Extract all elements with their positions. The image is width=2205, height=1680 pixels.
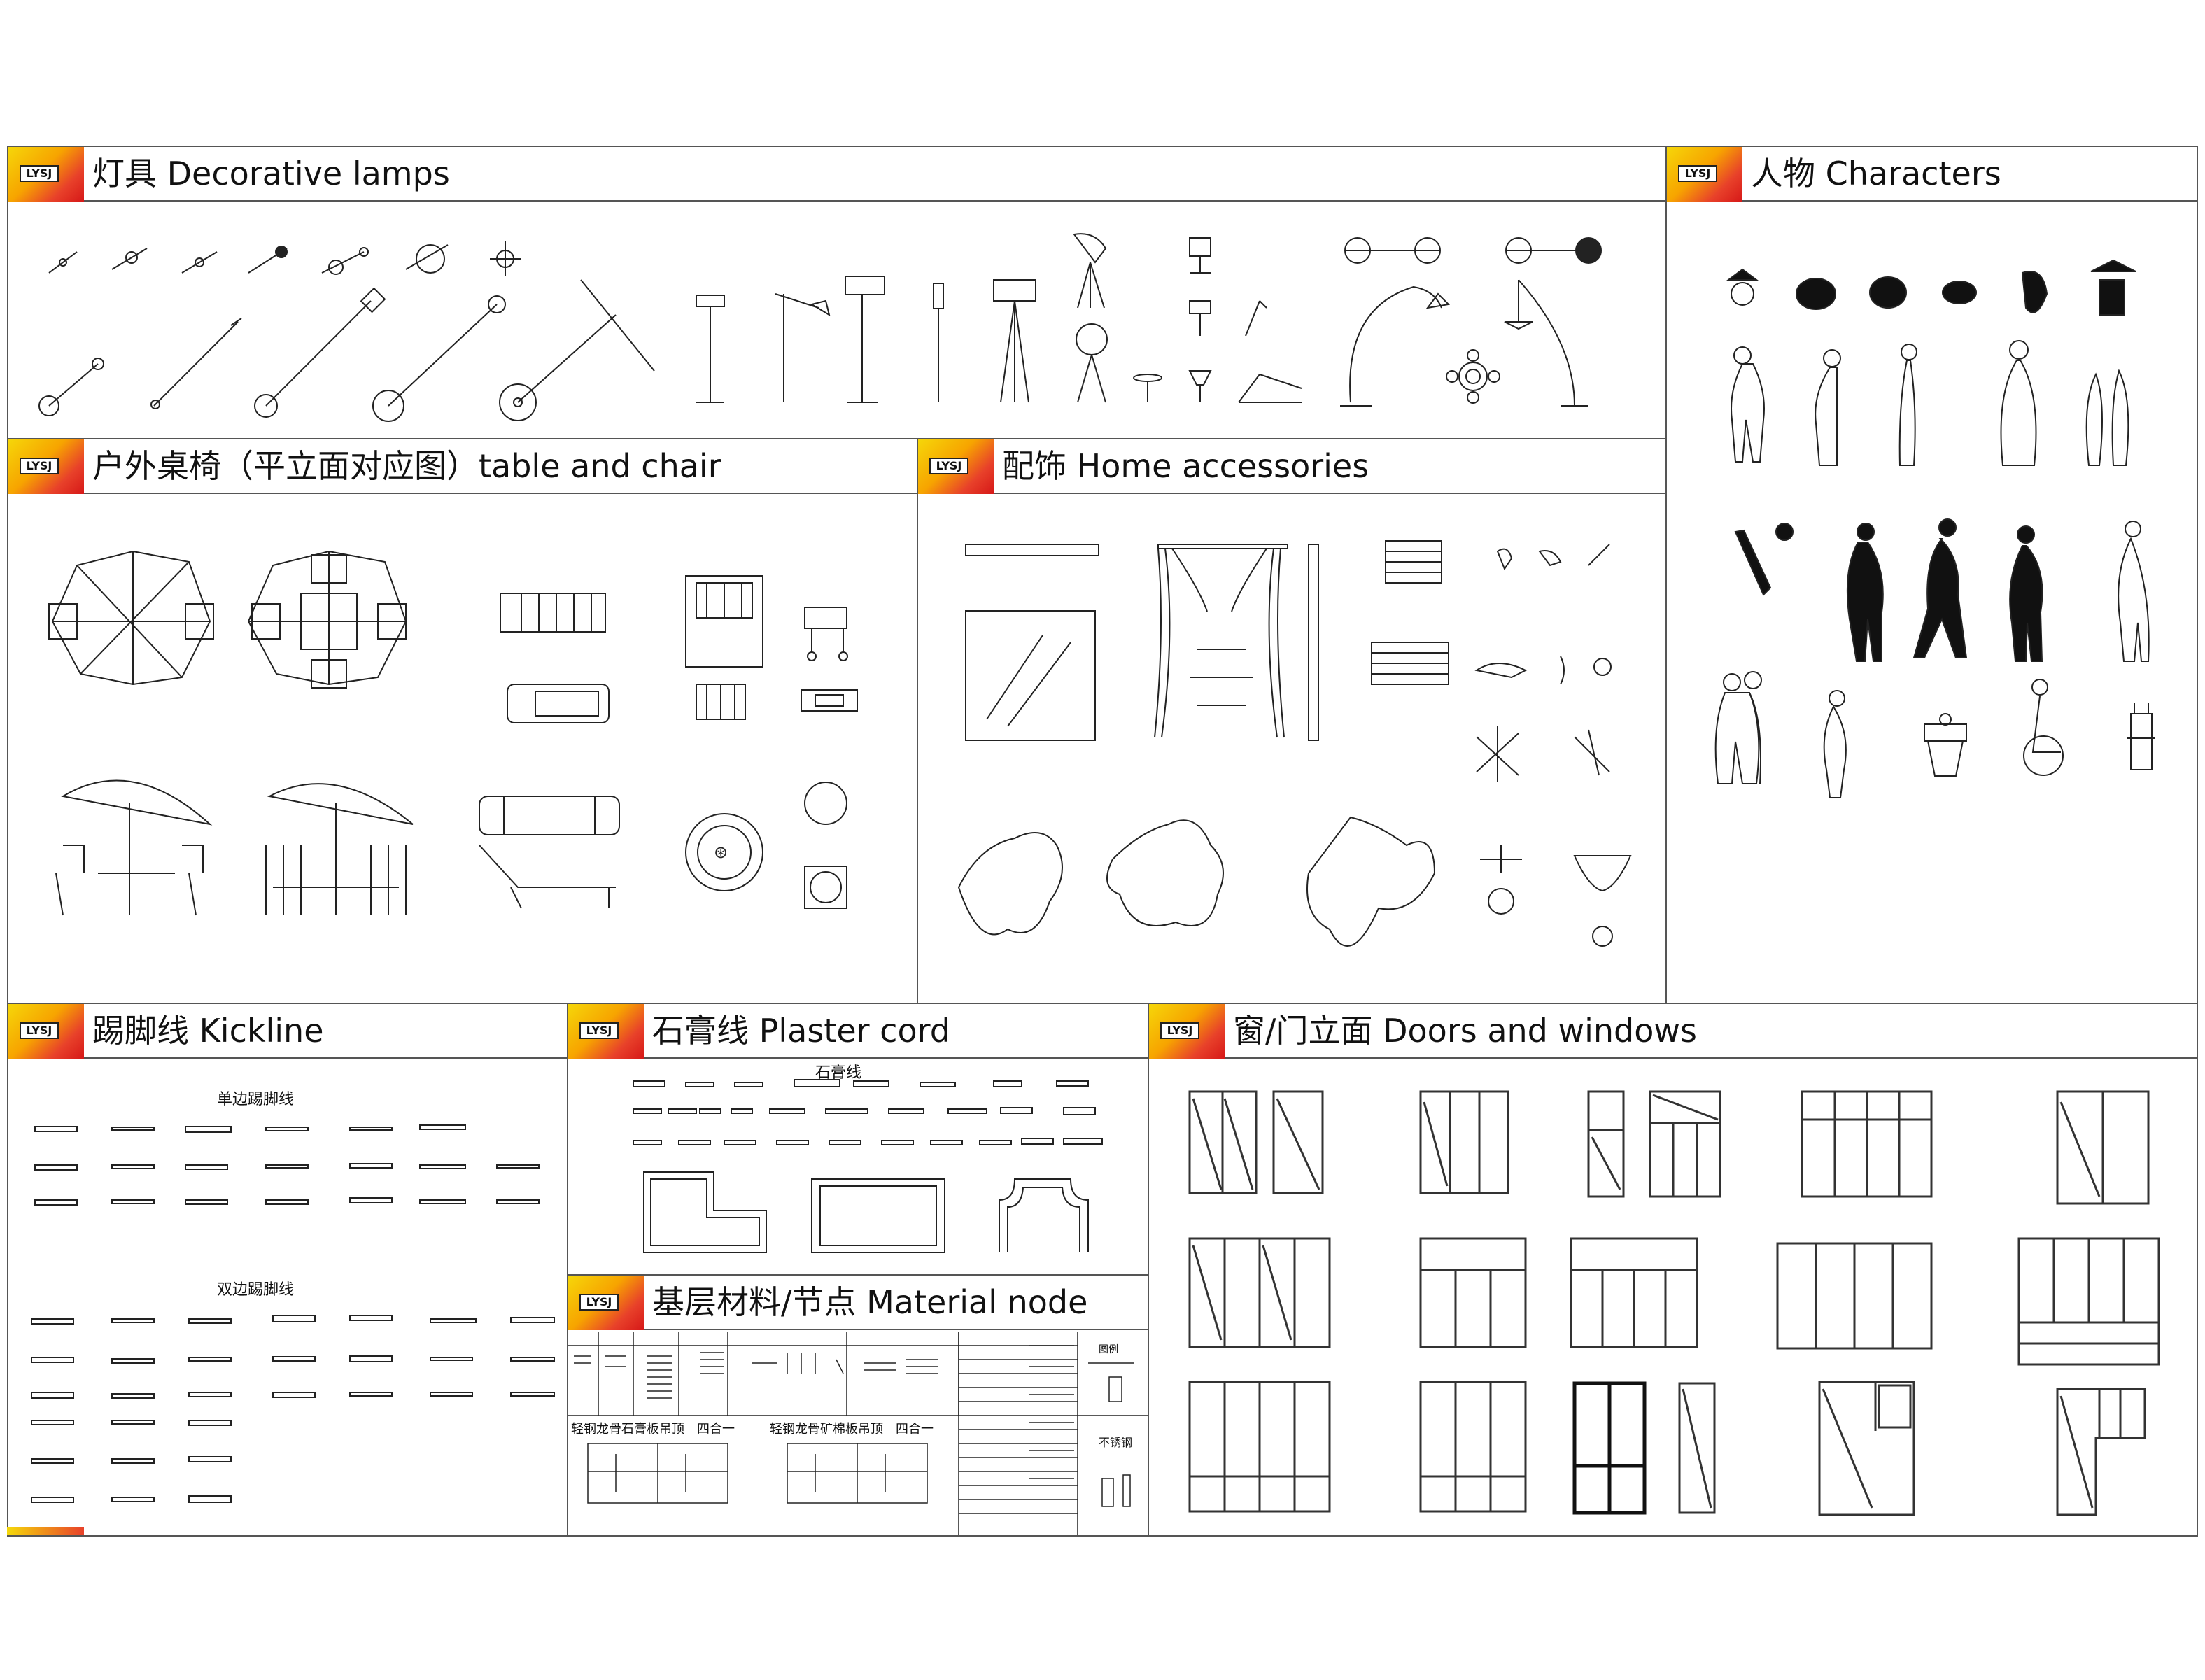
animal-icon	[1474, 544, 1612, 685]
person-outline-icon	[1731, 340, 2129, 466]
material-table-grid	[567, 1332, 1148, 1537]
panel-title: 踢脚线 Kickline	[92, 1012, 324, 1050]
panel-title: 石膏线 Plaster cord	[652, 1012, 950, 1050]
panel-header: LYSJ 踢脚线 Kickline	[7, 1003, 567, 1059]
panel-home-accessories: LYSJ 配饰 Home accessories	[917, 438, 1665, 1003]
frame-bottom-line	[7, 1535, 2198, 1537]
node-label-1: 轻钢龙骨石膏板吊顶 四合一	[571, 1422, 735, 1437]
window-elevation-icon	[1188, 1090, 2160, 1513]
node-label-2: 轻钢龙骨矿棉板吊顶 四合一	[770, 1422, 934, 1437]
badge-label: LYSJ	[1678, 165, 1717, 182]
panel-header: LYSJ 石膏线 Plaster cord	[567, 1003, 1148, 1059]
badge-label: LYSJ	[579, 1294, 619, 1311]
curtain-icon	[1154, 544, 1319, 741]
kickline-profile-icon	[31, 1124, 555, 1503]
lysj-badge: LYSJ	[917, 438, 994, 494]
badge-label: LYSJ	[579, 1022, 619, 1039]
round-table-plan-icon: ⊛	[685, 782, 847, 909]
material-drawing: 轻钢龙骨石膏板吊顶 四合一 轻钢龙骨矿棉板吊顶 四合一 图例 不锈钢	[567, 1332, 1148, 1537]
long-pendant-lamp-icon	[38, 279, 655, 422]
lysj-badge: LYSJ	[1148, 1003, 1225, 1059]
lamps-drawing	[7, 203, 1665, 438]
panel-title: 配饰 Home accessories	[1002, 447, 1369, 485]
person-head-icon	[1726, 259, 2136, 316]
panel-doors-and-windows: LYSJ 窗/门立面 Doors and windows	[1148, 1003, 2198, 1537]
badge-label: LYSJ	[1160, 1022, 1199, 1039]
table-chair-drawing: ⊛	[7, 495, 917, 1003]
panel-header: LYSJ 窗/门立面 Doors and windows	[1148, 1003, 2198, 1059]
row-divider-3	[567, 1274, 1148, 1276]
lysj-badge: LYSJ	[7, 146, 84, 202]
umbrella-elevation-icon	[55, 779, 414, 916]
person-group-icon	[1714, 671, 2155, 798]
single-kickline-label: 单边踢脚线	[217, 1091, 295, 1108]
ceiling-node-icon	[587, 1362, 1134, 1507]
frame-left-line	[7, 146, 8, 1537]
row-divider-2	[7, 1003, 2198, 1004]
panel-title: 窗/门立面 Doors and windows	[1233, 1012, 1697, 1050]
badge-label: LYSJ	[20, 1022, 59, 1039]
panel-kickline: LYSJ 踢脚线 Kickline 单边踢脚线 双边踢脚线	[7, 1003, 567, 1537]
panel-header: LYSJ 配饰 Home accessories	[917, 438, 1665, 494]
door-elevation-icon	[1572, 1381, 2146, 1516]
blinds-icon	[1371, 540, 1449, 685]
rug-icon	[957, 816, 1436, 947]
sheet-frame: LYSJ 灯具 Decorative lamps	[7, 146, 2198, 1537]
kickline-drawing: 单边踢脚线 双边踢脚线	[7, 1060, 567, 1537]
frame-right-line	[2197, 146, 2198, 1537]
panel-header: LYSJ 人物 Characters	[1665, 146, 2198, 202]
panel-title: 户外桌椅（平立面对应图）table and chair	[92, 447, 721, 485]
double-kickline-label: 双边踢脚线	[217, 1281, 295, 1299]
panel-characters: LYSJ 人物 Characters	[1665, 146, 2198, 1003]
badge-label: LYSJ	[20, 458, 59, 474]
doors-windows-drawing	[1148, 1060, 2198, 1537]
col-divider-4	[1148, 1003, 1149, 1537]
frame-top-line	[7, 146, 2198, 147]
lysj-badge: LYSJ	[1665, 146, 1742, 202]
lysj-badge: LYSJ	[567, 1003, 644, 1059]
legend-label: 图例	[1099, 1344, 1118, 1355]
badge-label: LYSJ	[20, 165, 59, 182]
panel-header: LYSJ 基层材料/节点 Material node	[567, 1274, 1148, 1330]
plaster-sub-label: 石膏线	[815, 1064, 862, 1082]
panel-header: LYSJ 灯具 Decorative lamps	[7, 146, 1665, 202]
lounger-plan-icon	[500, 575, 858, 723]
bottom-accent-strip	[7, 1527, 84, 1535]
row-divider-1	[7, 438, 1665, 439]
material-hatch-icon	[574, 1352, 938, 1399]
panel-material-node: LYSJ 基层材料/节点 Material node 轻钢龙骨石膏板吊顶 四合一…	[567, 1274, 1148, 1537]
characters-drawing	[1665, 203, 2198, 1003]
person-silhouette-icon	[1734, 518, 2150, 662]
panel-title: 基层材料/节点 Material node	[652, 1283, 1088, 1321]
panel-table-and-chair: LYSJ 户外桌椅（平立面对应图）table and chair	[7, 438, 917, 1003]
col-divider-2	[917, 438, 918, 1003]
panel-decorative-lamps: LYSJ 灯具 Decorative lamps	[7, 146, 1665, 438]
col-divider-1	[1665, 146, 1667, 1003]
lysj-badge: LYSJ	[7, 438, 84, 494]
panel-title: 灯具 Decorative lamps	[92, 155, 450, 192]
plant-icon	[1476, 726, 1610, 782]
pendant-lamp-icon	[48, 241, 521, 276]
floor-lamp-icon	[696, 233, 1602, 407]
badge-label: LYSJ	[929, 458, 968, 474]
panel-header: LYSJ 户外桌椅（平立面对应图）table and chair	[7, 438, 917, 494]
mirror-icon	[965, 544, 1099, 741]
umbrella-plan-icon	[48, 550, 407, 689]
panel-plaster-cord: LYSJ 石膏线 Plaster cord 石膏线	[567, 1003, 1148, 1274]
decor-bowl-icon	[1480, 845, 1632, 947]
panel-title: 人物 Characters	[1751, 155, 2001, 192]
accessories-drawing	[917, 495, 1665, 1003]
col-divider-3	[567, 1003, 568, 1537]
plaster-drawing: 石膏线	[567, 1060, 1148, 1274]
plaster-profile-icon	[633, 1079, 1103, 1253]
lysj-badge: LYSJ	[567, 1274, 644, 1330]
lounger-elevation-icon	[479, 796, 620, 909]
lysj-badge: LYSJ	[7, 1003, 84, 1059]
svg-text:⊛: ⊛	[714, 842, 728, 862]
side-label: 不锈钢	[1099, 1436, 1133, 1449]
